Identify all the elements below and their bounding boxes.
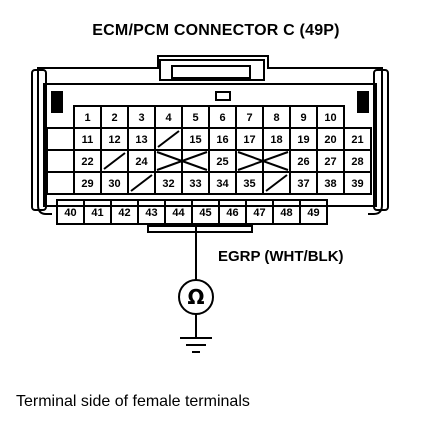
terminal-label: 44 [172, 207, 185, 219]
terminal-label: 2 [111, 112, 117, 124]
terminal-label: 33 [189, 178, 201, 190]
terminal-label: 47 [253, 207, 265, 219]
terminal-label: 41 [91, 207, 103, 219]
terminal-label: 32 [162, 178, 174, 190]
terminal-label: 16 [216, 134, 228, 146]
terminal-label: 4 [165, 112, 172, 124]
terminal-cell [343, 171, 372, 195]
unused-terminal-mark [130, 174, 153, 192]
terminal-label: 18 [270, 134, 282, 146]
unused-terminal-mark [157, 130, 180, 148]
connector-tab [147, 225, 253, 233]
terminal-label: 29 [81, 178, 93, 190]
terminal-label: 39 [351, 178, 363, 190]
terminal-label: 5 [192, 112, 198, 124]
probe-wire [178, 226, 214, 338]
terminal-label: 35 [243, 178, 255, 190]
ohm-glyph: Ω [187, 285, 204, 309]
terminal-cell [46, 171, 75, 195]
terminal-label: 15 [189, 134, 201, 146]
terminal-label: 25 [216, 156, 228, 168]
terminal-label: 8 [273, 112, 279, 124]
terminal-label: 37 [297, 178, 309, 190]
terminal-label: 13 [135, 134, 147, 146]
terminal-label: 38 [324, 178, 336, 190]
terminal-label: 30 [108, 178, 120, 190]
unused-terminal-mark [265, 174, 288, 192]
terminal-label: 20 [324, 134, 336, 146]
terminal-cell [46, 149, 75, 173]
terminal-label: 10 [324, 112, 336, 124]
ground-icon [180, 337, 212, 353]
terminal-label: 43 [145, 207, 157, 219]
terminal-label: 19 [297, 134, 309, 146]
terminal-label: 17 [243, 134, 255, 146]
terminal-label: 28 [351, 156, 363, 168]
terminal-cell [299, 199, 328, 225]
terminal-label: 34 [216, 178, 229, 190]
terminal-label: 49 [307, 207, 319, 219]
terminal-label: 3 [138, 112, 144, 124]
terminal-label: 12 [108, 134, 120, 146]
diagram-title: ECM/PCM CONNECTOR C (49P) [92, 22, 340, 39]
terminal-label: 22 [81, 156, 93, 168]
terminal-label: 42 [118, 207, 130, 219]
terminal-label: 9 [300, 112, 306, 124]
terminal-label: 21 [351, 134, 363, 146]
terminal-label: 1 [84, 112, 90, 124]
figure-caption: Terminal side of female terminals [16, 393, 250, 410]
terminal-label: 6 [219, 112, 225, 124]
terminal-label: 24 [135, 156, 148, 168]
terminal-label: 26 [297, 156, 309, 168]
terminal-45-label: 45 [199, 207, 211, 219]
terminal-label: 40 [64, 207, 76, 219]
terminal-label: 11 [82, 134, 94, 146]
terminal-label: 48 [280, 207, 292, 219]
terminal-label: 7 [246, 112, 252, 124]
terminal-label: 27 [324, 156, 336, 168]
terminal-cell [46, 127, 75, 151]
unused-terminal-mark [103, 152, 126, 170]
egrp-label: EGRP (WHT/BLK) [218, 248, 344, 265]
terminal-label: 46 [226, 207, 238, 219]
